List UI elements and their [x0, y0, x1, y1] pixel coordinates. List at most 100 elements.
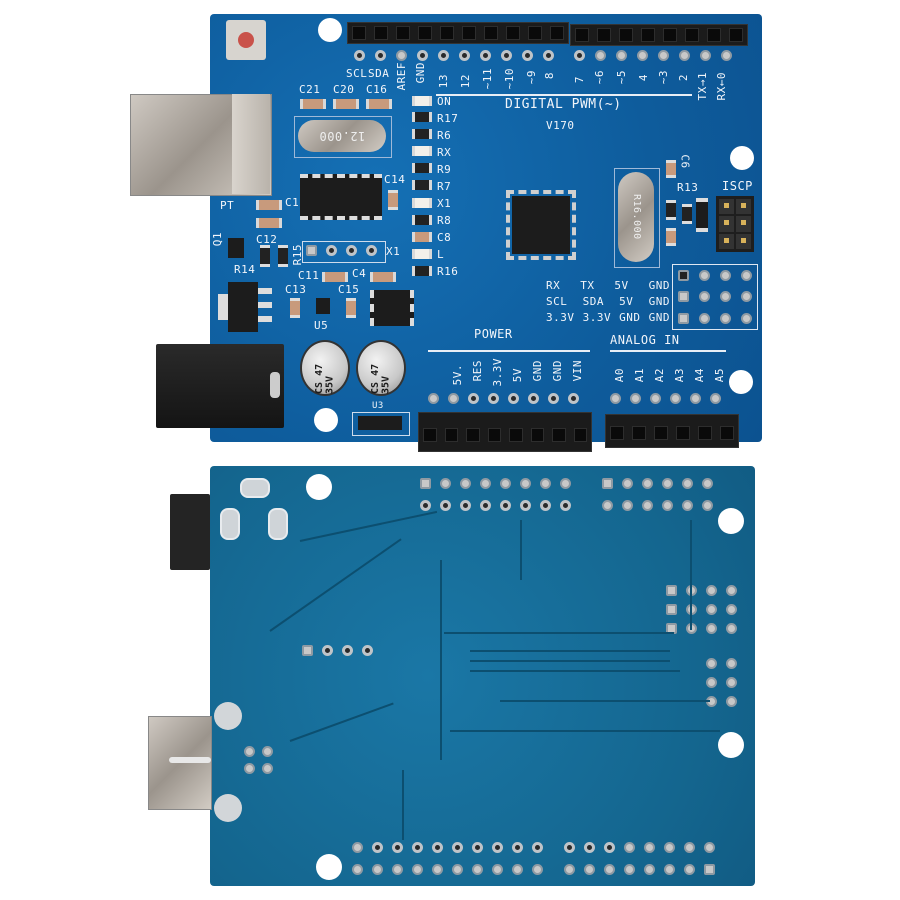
pcb-trace	[444, 632, 674, 634]
resistor-r14	[260, 245, 270, 267]
regulator-pins	[258, 288, 272, 328]
pcb-trace	[470, 660, 670, 662]
pin-label-5: ~5	[615, 70, 628, 85]
fuse	[696, 198, 708, 232]
usb-solder-pads	[244, 746, 274, 774]
led-rx	[412, 146, 432, 156]
capacitor-c4	[370, 272, 396, 282]
pin-label-10: ~10	[503, 68, 516, 90]
label-u3: U3	[372, 401, 384, 411]
pin-label-scl: SCL	[346, 67, 368, 80]
label-r7: R7	[437, 180, 452, 193]
label-c8: C8	[437, 231, 452, 244]
bottom-x1-pads	[302, 645, 373, 656]
digital-pin-pads	[354, 50, 754, 62]
power-pin-5v: 5V	[511, 368, 524, 383]
pin-label-2: 2	[677, 74, 690, 82]
dc-jack-pin	[270, 372, 280, 398]
bottom-digital-pads-row1	[352, 842, 715, 853]
regulator-u5	[316, 298, 330, 314]
power-pin-gnd-2: GND	[551, 360, 564, 382]
analog-pin-a4: A4	[693, 368, 706, 383]
icsp-label: ISCP	[722, 179, 753, 193]
bottom-power-pads-row1	[420, 478, 571, 489]
resistor-r6	[412, 129, 432, 139]
capacitor-c21	[300, 99, 326, 109]
reset-button	[226, 20, 266, 60]
resistor-r8	[412, 215, 432, 225]
label-c6: C6	[678, 154, 692, 169]
resistor-r16	[412, 266, 432, 276]
label-on: ON	[437, 95, 452, 108]
resistor-r13	[666, 200, 676, 220]
bottom-extension-pads	[666, 585, 738, 634]
power-pin-5v-dot: 5V.	[451, 364, 464, 386]
led-resistor-column	[412, 96, 472, 286]
pcb-trace	[450, 730, 720, 732]
label-r17: R17	[437, 112, 459, 125]
bottom-digital-pads-row2	[352, 864, 715, 875]
power-pin-res: RES	[471, 360, 484, 382]
pcb-trace	[440, 560, 442, 760]
capacitor-c13	[290, 298, 300, 318]
microcontroller-chip	[506, 190, 576, 260]
label-r16: R16	[437, 265, 459, 278]
label-c21: C21	[299, 83, 321, 96]
mounting-hole	[718, 732, 744, 758]
x1-header-outline	[302, 241, 386, 263]
pin-label-sda: SDA	[368, 67, 390, 80]
x1-header-pads	[306, 245, 377, 256]
crystal-16mhz: R16.000	[618, 172, 654, 262]
pin-label-13: 13	[437, 74, 450, 89]
crystal-16mhz-marking: R16.000	[631, 194, 642, 240]
pin-label-9: ~9	[525, 70, 538, 85]
analog-section-label: ANALOG IN	[610, 333, 680, 347]
diode-u3	[358, 416, 402, 430]
usb-connector-edge	[232, 94, 270, 194]
label-c16: C16	[366, 83, 388, 96]
power-pin-vin: VIN	[571, 360, 584, 382]
digital-section-line	[436, 94, 692, 96]
pin-label-aref: AREF	[395, 62, 408, 91]
pin-label-12: 12	[459, 74, 472, 89]
crystal-16mhz-outline	[614, 168, 660, 268]
pin-label-3: ~3	[657, 70, 670, 85]
label-q1: Q1	[211, 232, 224, 247]
capacitor-c11	[322, 272, 348, 282]
analog-pin-a2: A2	[653, 368, 666, 383]
capacitor-marking: CS 47 35V	[313, 363, 336, 394]
icsp-header	[716, 196, 754, 252]
capacitor-c8	[412, 232, 432, 242]
pcb-trace	[690, 520, 692, 630]
pin-label-rx0: RX←0	[715, 72, 728, 101]
label-r13: R13	[677, 181, 699, 194]
pin-label-7: 7	[573, 76, 586, 84]
mounting-hole	[729, 370, 753, 394]
analog-pin-a5: A5	[713, 368, 726, 383]
bottom-power-pads-row2	[420, 500, 571, 511]
analog-section-line	[610, 350, 726, 352]
capacitor-c16	[366, 99, 392, 109]
pcb-trace	[500, 700, 710, 702]
solder-slot	[268, 508, 288, 540]
led-l	[412, 249, 432, 259]
electrolytic-capacitor-2: CS 47 35V	[356, 340, 406, 396]
digital-header-right	[570, 24, 748, 46]
label-r8: R8	[437, 214, 452, 227]
label-x1-header: X1	[386, 245, 401, 258]
mounting-hole	[318, 18, 342, 42]
resistor-r9	[412, 163, 432, 173]
label-c11: C11	[298, 269, 320, 282]
capacitor-c1	[256, 200, 282, 210]
resistor-r17	[412, 112, 432, 122]
pcb-trace	[470, 650, 670, 652]
resistor-r15	[278, 245, 288, 267]
bottom-icsp-pads	[706, 658, 738, 707]
capacitor-marking: CS 47 35V	[369, 363, 392, 394]
label-r14: R14	[234, 263, 256, 276]
crystal-12mhz-marking: 12.000	[318, 129, 366, 143]
label-r6: R6	[437, 129, 452, 142]
voltage-regulator	[228, 282, 258, 332]
